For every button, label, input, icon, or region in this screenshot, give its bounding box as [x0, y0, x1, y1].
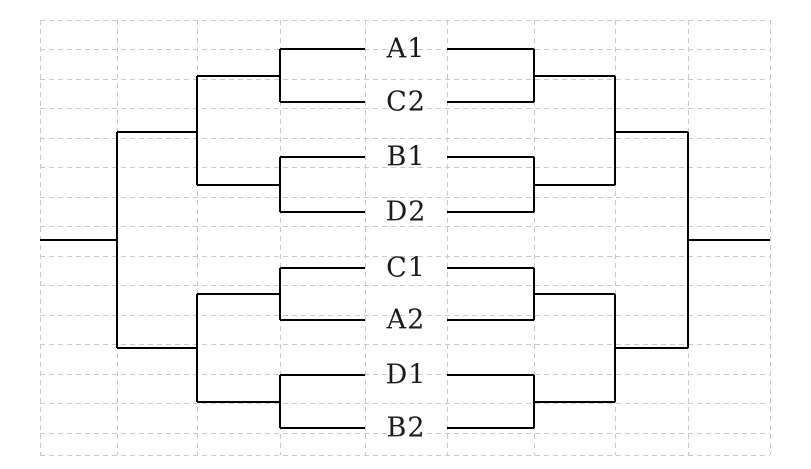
slot-label-c2: C2	[386, 87, 426, 118]
slot-label-b2: B2	[386, 413, 425, 444]
slot-label-a1: A1	[386, 34, 426, 65]
grid-layer	[40, 20, 771, 456]
slot-label-a2: A2	[386, 305, 426, 336]
slot-label-b1: B1	[386, 142, 425, 173]
slot-label-d1: D1	[386, 360, 427, 391]
bracket-lines-layer	[40, 48, 770, 429]
slot-label-d2: D2	[386, 197, 427, 228]
slot-label-c1: C1	[386, 253, 426, 284]
